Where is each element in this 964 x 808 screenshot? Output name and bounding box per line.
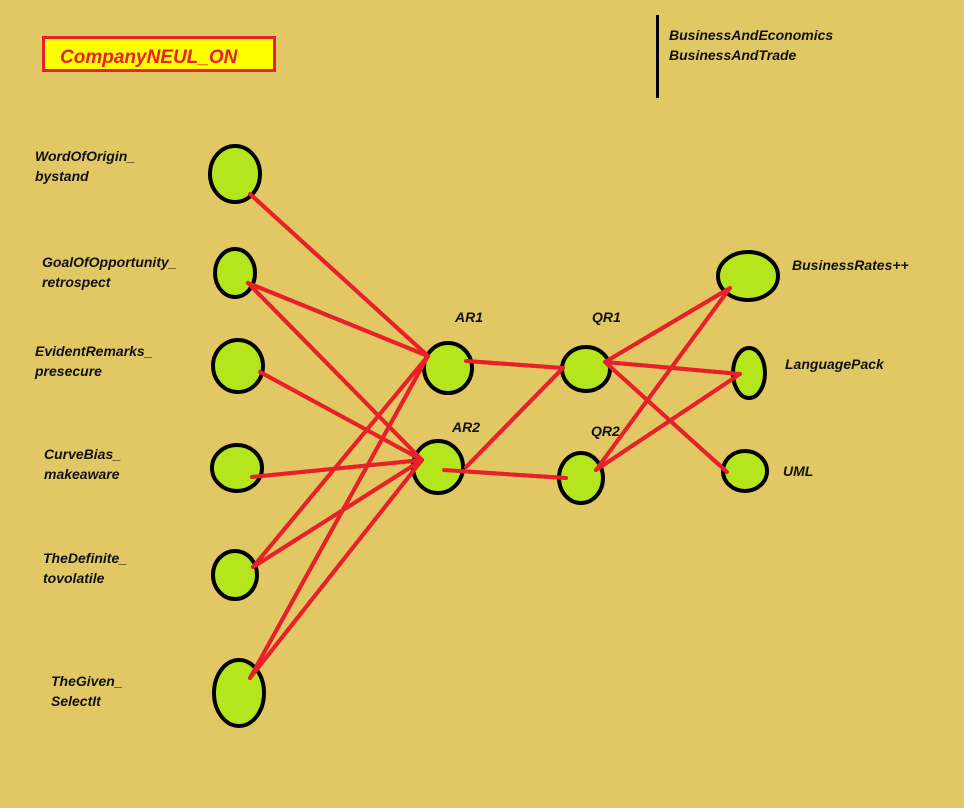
node-out1	[716, 250, 780, 302]
edge-overlay-in6-ar2	[248, 458, 424, 680]
edge-overlay-qr1-out3	[603, 360, 729, 474]
category-divider	[656, 15, 659, 98]
edge-overlay-ar2-qr1	[464, 366, 565, 469]
node-in1	[208, 144, 262, 204]
ar1-label: AR1	[455, 309, 484, 325]
output-label-2: LanguagePack	[785, 356, 884, 372]
node-out3	[721, 449, 769, 493]
output-label-1: BusinessRates++	[792, 257, 909, 273]
edge-overlay-in5-ar2	[251, 458, 424, 569]
edge-overlay-qr2-out2	[594, 372, 742, 472]
edge-overlay-in1-ar1	[248, 192, 430, 358]
node-qr1	[560, 345, 612, 393]
input-label-6: TheGiven_ SelectIt	[51, 673, 123, 709]
edge-overlay-in6-ar1	[248, 354, 430, 680]
output-label-3: UML	[783, 463, 814, 479]
diagram-title: CompanyNEUL_ON	[60, 47, 238, 68]
input-label-2: GoalOfOpportunity_ retrospect	[42, 254, 177, 290]
qr1-label: QR1	[592, 309, 621, 325]
title-box: CompanyNEUL_ON	[42, 36, 276, 72]
ar2-label: AR2	[452, 419, 481, 435]
input-label-3: EvidentRemarks_ presecure	[35, 343, 153, 379]
input-label-5: TheDefinite_ tovolatile	[43, 550, 128, 586]
qr2-label: QR2	[591, 423, 620, 439]
node-in4	[210, 443, 264, 493]
edge-overlay-ar1-qr1	[464, 359, 565, 370]
node-ar1	[422, 341, 474, 395]
node-in2	[213, 247, 257, 299]
node-in3	[211, 338, 265, 394]
edge-overlay-ar2-qr2	[442, 468, 568, 480]
input-label-1: WordOfOrigin_ bystand	[35, 148, 136, 184]
node-in5	[211, 549, 259, 601]
edge-overlay-in2-ar1	[246, 281, 430, 358]
input-label-4: CurveBias_ makeaware	[44, 446, 122, 482]
category-2: BusinessAndTrade	[669, 47, 797, 63]
edge-overlay-in5-ar1	[251, 354, 430, 569]
edge-overlay-in2-ar2	[246, 281, 424, 462]
category-1: BusinessAndEconomics	[669, 27, 834, 43]
edge-overlay-qr2-out1	[594, 286, 732, 472]
edge-overlay-qr1-out1	[603, 286, 732, 364]
node-ar2	[411, 439, 465, 495]
edge-overlay-in3-ar2	[258, 370, 424, 462]
node-layer	[208, 144, 780, 728]
